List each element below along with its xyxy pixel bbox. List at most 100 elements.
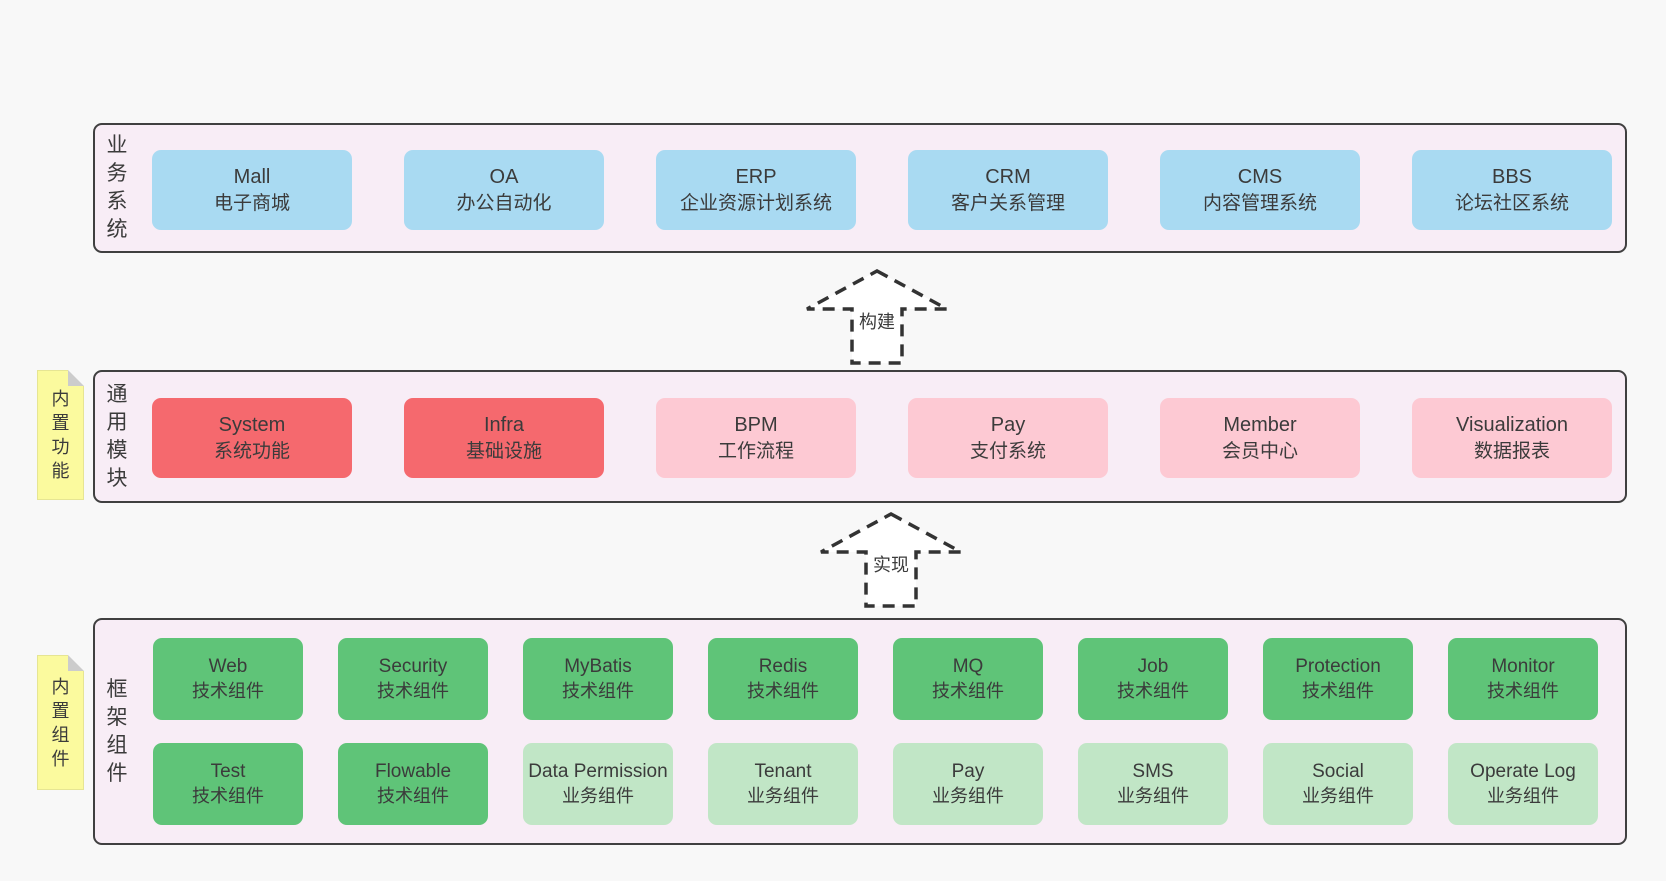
box-subtitle: 技术组件: [562, 681, 634, 701]
box-title: CRM: [985, 165, 1031, 188]
box-subtitle: 客户关系管理: [950, 192, 1065, 214]
box-test: Test 技术组件: [153, 743, 303, 825]
box-subtitle: 技术组件: [377, 786, 449, 806]
box-subtitle: 工作流程: [717, 440, 794, 462]
box-subtitle: 会员中心: [1221, 440, 1298, 462]
box-job: Job 技术组件: [1078, 638, 1228, 720]
box-title: Web: [208, 656, 248, 677]
box-title: Security: [378, 656, 448, 677]
box-title: MyBatis: [564, 656, 632, 677]
box-subtitle: 业务组件: [1302, 786, 1374, 806]
box-title: Mall: [233, 165, 271, 188]
box-subtitle: 企业资源计划系统: [679, 192, 832, 214]
box-subtitle: 电子商城: [213, 192, 290, 214]
sticky-note-built-in-features: 内置功能: [37, 370, 84, 500]
box-subtitle: 技术组件: [192, 681, 264, 701]
box-subtitle: 基础设施: [465, 440, 542, 462]
panel-framework-components: 框架组件 Web 技术组件 Security 技术组件 MyBatis 技术组件…: [93, 618, 1627, 845]
box-subtitle: 业务组件: [747, 786, 819, 806]
box-subtitle: 论坛社区系统: [1454, 192, 1569, 214]
box-system: System 系统功能: [152, 398, 352, 478]
box-title: ERP: [735, 165, 777, 188]
box-subtitle: 数据报表: [1473, 440, 1550, 462]
box-subtitle: 技术组件: [747, 681, 819, 701]
box-sms: SMS 业务组件: [1078, 743, 1228, 825]
box-subtitle: 业务组件: [562, 786, 634, 806]
box-tenant: Tenant 业务组件: [708, 743, 858, 825]
box-title: SMS: [1132, 761, 1174, 782]
box-flowable: Flowable 技术组件: [338, 743, 488, 825]
box-crm: CRM 客户关系管理: [908, 150, 1108, 230]
box-title: Job: [1137, 656, 1169, 677]
box-title: BBS: [1491, 165, 1533, 188]
business-boxes-row: Mall 电子商城 OA 办公自动化 ERP 企业资源计划系统 CRM 客户关系…: [95, 125, 1625, 230]
box-operate-log: Operate Log 业务组件: [1448, 743, 1598, 825]
sticky-note-label: 内置组件: [51, 676, 70, 769]
box-title: Operate Log: [1470, 761, 1576, 782]
panel-common-modules-label: 通用模块: [106, 382, 128, 490]
box-title: Social: [1312, 761, 1364, 782]
arrow-implement-label: 实现: [870, 555, 912, 575]
box-title: Visualization: [1456, 413, 1568, 436]
sticky-note-label: 内置功能: [51, 389, 70, 481]
module-boxes-row: System 系统功能 Infra 基础设施 BPM 工作流程 Pay 支付系统…: [95, 372, 1625, 478]
box-pay-component: Pay 业务组件: [893, 743, 1043, 825]
box-title: Redis: [758, 656, 808, 677]
box-title: Monitor: [1491, 656, 1555, 677]
box-title: Tenant: [754, 761, 812, 782]
arrow-build-label: 构建: [856, 312, 898, 332]
box-title: Data Permission: [528, 761, 668, 782]
box-subtitle: 技术组件: [1302, 681, 1374, 701]
box-title: MQ: [952, 656, 984, 677]
sticky-note-built-in-components: 内置组件: [37, 655, 84, 790]
box-subtitle: 内容管理系统: [1202, 192, 1317, 214]
box-redis: Redis 技术组件: [708, 638, 858, 720]
box-subtitle: 系统功能: [213, 440, 290, 462]
panel-business-systems-label: 业务系统: [106, 134, 128, 241]
panel-framework-components-label: 框架组件: [106, 677, 128, 785]
panel-common-modules: 通用模块 System 系统功能 Infra 基础设施 BPM 工作流程 Pay…: [93, 370, 1627, 503]
box-protection: Protection 技术组件: [1263, 638, 1413, 720]
box-title: Pay: [951, 761, 985, 782]
box-subtitle: 业务组件: [1117, 786, 1189, 806]
box-subtitle: 业务组件: [932, 786, 1004, 806]
box-title: System: [218, 413, 286, 436]
component-boxes-grid: Web 技术组件 Security 技术组件 MyBatis 技术组件 Redi…: [95, 620, 1625, 825]
box-member: Member 会员中心: [1160, 398, 1360, 478]
box-subtitle: 技术组件: [1487, 681, 1559, 701]
box-title: CMS: [1237, 165, 1283, 188]
box-oa: OA 办公自动化: [404, 150, 604, 230]
box-subtitle: 技术组件: [1117, 681, 1189, 701]
box-title: OA: [489, 165, 519, 188]
box-title: Protection: [1295, 656, 1381, 677]
note-fold-icon: [68, 370, 84, 386]
box-mq: MQ 技术组件: [893, 638, 1043, 720]
box-title: BPM: [734, 413, 778, 436]
box-subtitle: 业务组件: [1487, 786, 1559, 806]
box-subtitle: 支付系统: [969, 440, 1046, 462]
box-cms: CMS 内容管理系统: [1160, 150, 1360, 230]
box-pay-module: Pay 支付系统: [908, 398, 1108, 478]
box-subtitle: 办公自动化: [456, 192, 552, 214]
box-bpm: BPM 工作流程: [656, 398, 856, 478]
box-data-permission: Data Permission 业务组件: [523, 743, 673, 825]
box-security: Security 技术组件: [338, 638, 488, 720]
box-social: Social 业务组件: [1263, 743, 1413, 825]
box-web: Web 技术组件: [153, 638, 303, 720]
box-mall: Mall 电子商城: [152, 150, 352, 230]
note-fold-icon: [68, 655, 84, 671]
box-subtitle: 技术组件: [932, 681, 1004, 701]
box-title: Pay: [990, 413, 1026, 436]
box-title: Flowable: [374, 761, 452, 782]
box-monitor: Monitor 技术组件: [1448, 638, 1598, 720]
panel-business-systems: 业务系统 Mall 电子商城 OA 办公自动化 ERP 企业资源计划系统 CRM…: [93, 123, 1627, 253]
box-subtitle: 技术组件: [377, 681, 449, 701]
box-visualization: Visualization 数据报表: [1412, 398, 1612, 478]
box-title: Member: [1223, 413, 1297, 436]
box-title: Test: [210, 761, 246, 782]
box-title: Infra: [483, 413, 525, 436]
box-subtitle: 技术组件: [192, 786, 264, 806]
box-erp: ERP 企业资源计划系统: [656, 150, 856, 230]
box-bbs: BBS 论坛社区系统: [1412, 150, 1612, 230]
